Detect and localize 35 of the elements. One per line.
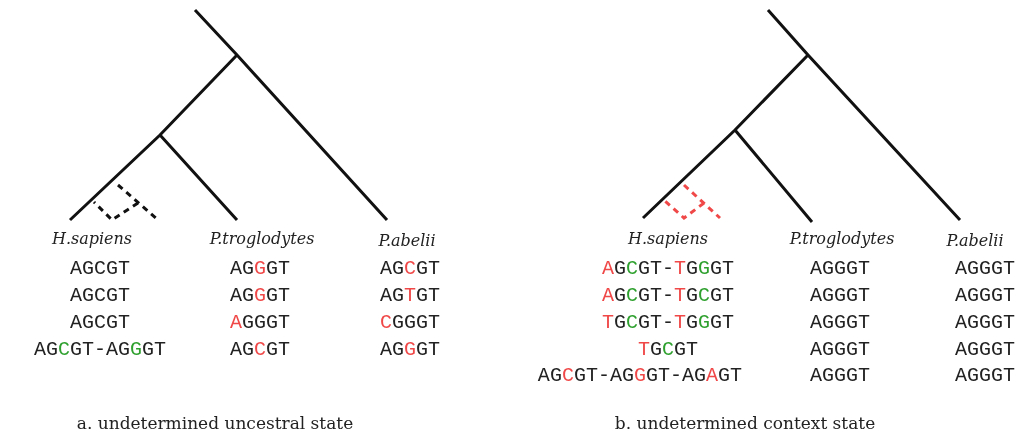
panel-caption: b. undetermined context state	[614, 413, 876, 433]
sequence-text: AGGGT	[954, 340, 1016, 360]
sequence-text: AGCGT-AGGGT	[33, 340, 167, 360]
sequence-text: CGGGT	[379, 313, 441, 333]
sequence-text: AGGGT	[954, 313, 1016, 333]
panel-caption: a. undetermined uncestral state	[76, 413, 354, 433]
sequence-text: AGCGT	[229, 340, 291, 360]
sequence-text: AGCGT-TGGGT	[601, 259, 735, 279]
species-label: H.sapiens	[627, 229, 709, 248]
species-label: P.troglodytes	[789, 229, 895, 248]
sequence-text: TGCGT	[637, 340, 699, 360]
sequence-text: AGGGT	[809, 340, 871, 360]
species-label: P.abelii	[946, 231, 1004, 250]
sequence-text: AGGGT	[954, 286, 1016, 306]
sequence-text: AGGGT	[379, 340, 441, 360]
sequence-text: AGCGT	[379, 259, 441, 279]
sequence-text: AGGGT	[954, 259, 1016, 279]
species-label: H.sapiens	[51, 229, 133, 248]
sequence-text: AGGGT	[809, 286, 871, 306]
sequence-text: AGGGT	[229, 286, 291, 306]
sequence-text: AGTGT	[379, 286, 441, 306]
sequence-text: AGCGT-TGCGT	[601, 286, 735, 306]
sequence-text: AGGGT	[809, 259, 871, 279]
sequence-text: AGCGT	[69, 313, 131, 333]
species-label: P.abelii	[378, 231, 436, 250]
sequence-text: AGCGT	[69, 286, 131, 306]
sequence-text: AGGGT	[229, 259, 291, 279]
sequence-text: TGCGT-TGGGT	[601, 313, 735, 333]
sequence-text: AGGGT	[809, 366, 871, 386]
species-label: P.troglodytes	[209, 229, 315, 248]
sequence-text: AGCGT-AGGGT-AGAGT	[537, 366, 743, 386]
sequence-text: AGGGT	[809, 313, 871, 333]
sequence-text: AGGGT	[954, 366, 1016, 386]
sequence-text: AGCGT	[69, 259, 131, 279]
sequence-text: AGGGT	[229, 313, 291, 333]
